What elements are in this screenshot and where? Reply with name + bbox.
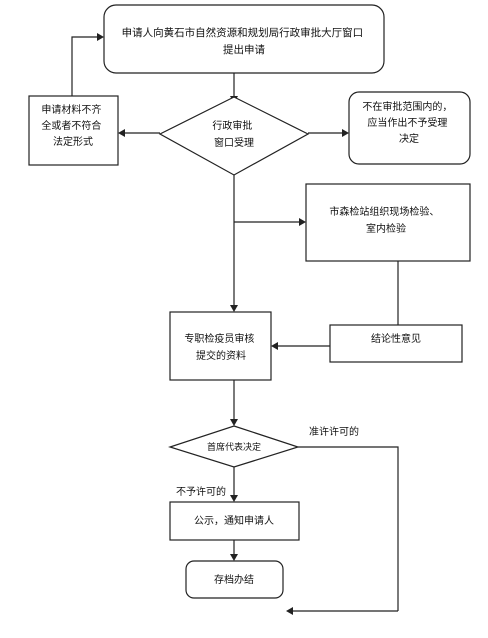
arrowhead-down-icon [230, 495, 238, 502]
not-permit-label: 不予许可的 [176, 485, 226, 498]
out-of-scope-line-2: 应当作出不予受理 [367, 116, 447, 129]
inspection-line-2: 室内检验 [366, 222, 406, 235]
flow-edges [71, 33, 399, 615]
inspection-text: 市森检站组织现场检验、 室内检验 [329, 205, 442, 235]
out-of-scope-line-3: 决定 [399, 132, 419, 145]
incomplete-materials-node [28, 95, 119, 166]
edge-incomplete-to-application [71, 36, 98, 96]
review-text: 专职检疫员审核 提交的资料 [184, 332, 257, 362]
archive-node [185, 560, 284, 599]
out-of-scope-text: 不在审批范围内的， 应当作出不予受理 决定 [362, 100, 455, 145]
permit-label: 准许许可的 [309, 425, 359, 438]
arrowhead-down-icon [230, 305, 238, 312]
conclusion-text: 结论性意见 [371, 332, 421, 345]
arrowhead-down-icon [230, 419, 238, 426]
incomplete-line-3: 法定形式 [53, 135, 93, 148]
edge-labels: 准许许可的 不予许可的 [176, 425, 359, 498]
inspection-line-1: 市森检站组织现场检验、 [329, 205, 439, 218]
review-line-1: 专职检疫员审核 [184, 332, 254, 345]
application-line-2: 提出申请 [223, 43, 265, 56]
incomplete-materials-text: 申请材料不齐 全或者不符合 法定形式 [41, 103, 104, 148]
application-line-1: 申请人向黄石市自然资源和规划局行政审批大厅窗口 [122, 26, 364, 39]
notice-text: 公示，通知申请人 [194, 514, 274, 527]
arrowhead-right-icon [342, 129, 349, 137]
arrowhead-left-icon [271, 342, 278, 350]
archive-text: 存档办结 [214, 573, 254, 586]
application-text: 申请人向黄石市自然资源和规划局行政审批大厅窗口 提出申请 [122, 26, 367, 56]
review-node [169, 311, 272, 381]
notice-line-1: 公示，通知申请人 [194, 514, 274, 527]
arrowhead-left-icon [286, 607, 293, 615]
out-of-scope-node [348, 91, 471, 165]
conclusion-line-1: 结论性意见 [371, 332, 421, 345]
incomplete-line-2: 全或者不符合 [41, 119, 101, 132]
out-of-scope-line-1: 不在审批范围内的， [362, 100, 452, 113]
acceptance-diamond [158, 96, 310, 176]
arrowhead-right-icon [97, 33, 104, 41]
review-line-2: 提交的资料 [196, 349, 246, 362]
inspection-node [305, 183, 471, 262]
application-node [103, 4, 385, 74]
archive-line-1: 存档办结 [214, 573, 254, 586]
acceptance-text: 行政审批 窗口受理 [212, 119, 255, 149]
conclusion-node [329, 324, 463, 363]
incomplete-line-1: 申请材料不齐 [41, 103, 101, 116]
acceptance-line-2: 窗口受理 [214, 136, 254, 149]
acceptance-line-1: 行政审批 [212, 119, 252, 132]
decision-text: 首席代表决定 [207, 441, 261, 453]
decision-line-1: 首席代表决定 [207, 441, 261, 453]
edge-decision-to-permit [298, 446, 399, 611]
decision-diamond [168, 425, 300, 468]
flow-nodes: 申请人向黄石市自然资源和规划局行政审批大厅窗口 提出申请 行政审批 窗口受理 申… [28, 4, 471, 599]
arrowhead-down-icon [230, 554, 238, 561]
notice-node [169, 501, 300, 541]
arrowhead-left-icon [118, 129, 125, 137]
arrowhead-right-icon [299, 218, 306, 226]
